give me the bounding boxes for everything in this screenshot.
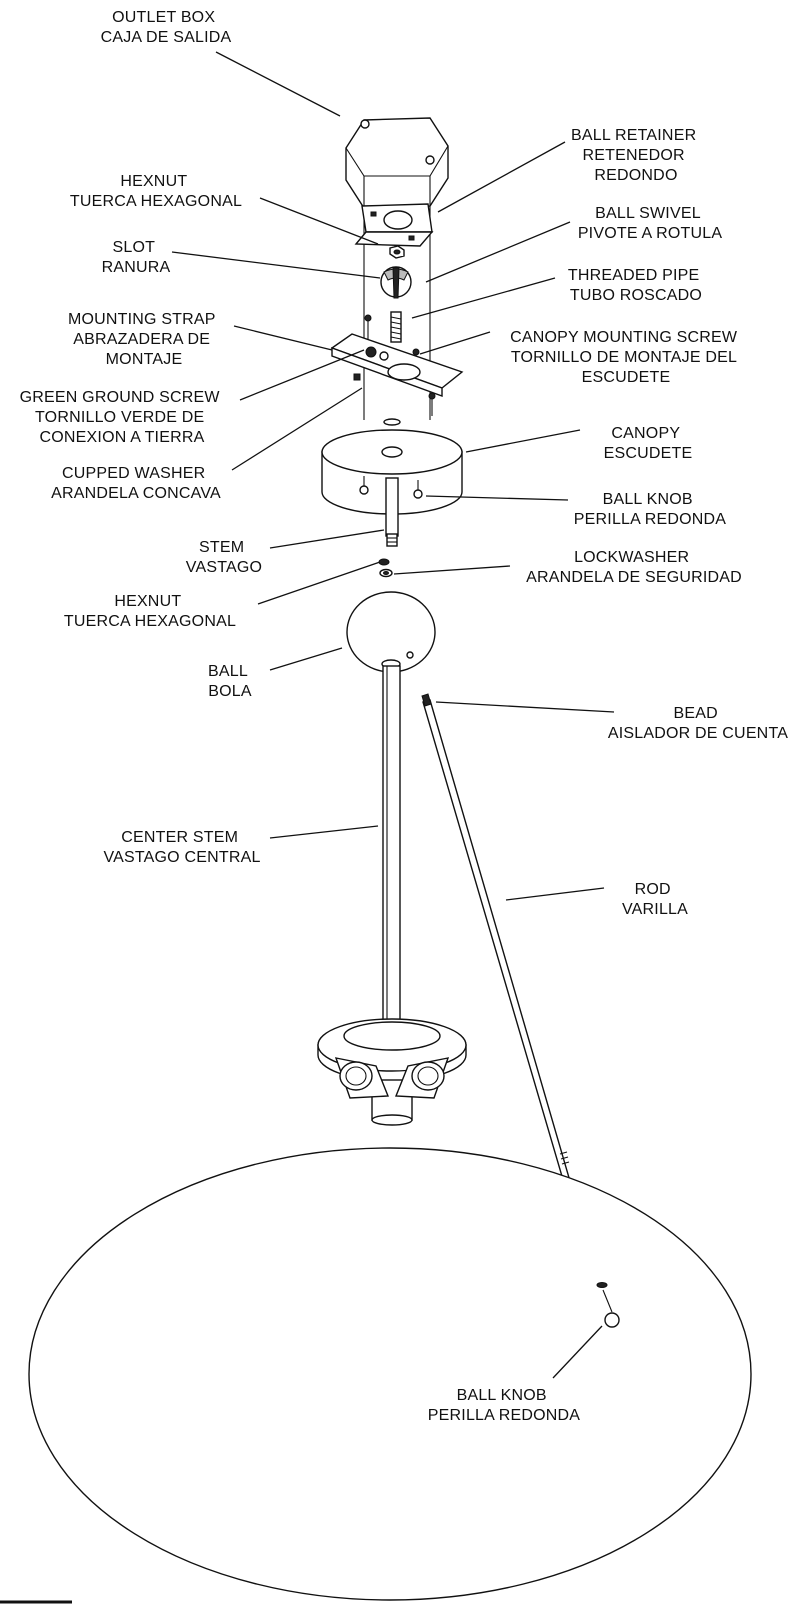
- leader-lines: [171, 51, 615, 1379]
- ball-retainer: [354, 203, 434, 247]
- mounting-strap: [330, 333, 464, 397]
- label-bead: BEAD AISLADOR DE CUENTA: [608, 705, 788, 742]
- label-outlet-box: OUTLET BOX CAJA DE SALIDA: [101, 9, 232, 46]
- stem: [385, 477, 399, 547]
- ball-knob-bottom: [596, 1282, 620, 1328]
- label-ball-retainer: BALL RETAINER RETENEDOR REDONDO: [571, 127, 701, 184]
- labels: OUTLET BOX CAJA DE SALIDA BALL RETAINER …: [20, 9, 788, 1424]
- label-center-stem: CENTER STEM VASTAGO CENTRAL: [103, 829, 260, 866]
- label-rod: ROD VARILLA: [622, 881, 688, 918]
- hexnut-lockwasher: [378, 558, 393, 578]
- threaded-pipe: [390, 311, 402, 343]
- label-green-ground-screw: GREEN GROUND SCREW TORNILLO VERDE DE CON…: [20, 389, 225, 446]
- label-threaded-pipe: THREADED PIPE TUBO ROSCADO: [568, 267, 704, 304]
- ball-swivel: [380, 266, 412, 299]
- socket-cluster: [317, 1018, 467, 1126]
- label-mounting-strap: MOUNTING STRAP ABRAZADERA DE MONTAJE: [68, 311, 220, 368]
- label-slot: SLOT RANURA: [102, 239, 171, 276]
- label-ball-knob-bottom: BALL KNOB PERILLA REDONDA: [428, 1387, 581, 1424]
- label-cupped-washer: CUPPED WASHER ARANDELA CONCAVA: [51, 465, 221, 502]
- label-ball-swivel: BALL SWIVEL PIVOTE A ROTULA: [578, 205, 723, 242]
- label-ball-knob-top: BALL KNOB PERILLA REDONDA: [574, 491, 727, 528]
- label-canopy-mounting-screw: CANOPY MOUNTING SCREW TORNILLO DE MONTAJ…: [510, 329, 742, 386]
- label-stem: STEM VASTAGO: [186, 539, 262, 576]
- hexnut-top: [389, 245, 405, 259]
- rod: [421, 693, 573, 1191]
- outlet-box: [345, 117, 449, 209]
- label-ball: BALL BOLA: [208, 663, 252, 700]
- center-stem: [382, 665, 401, 1029]
- label-hexnut-top: HEXNUT TUERCA HEXAGONAL: [70, 173, 242, 210]
- label-canopy: CANOPY ESCUDETE: [604, 425, 693, 462]
- glass-bowl: [28, 1147, 752, 1601]
- ball: [346, 591, 436, 673]
- label-lockwasher: LOCKWASHER ARANDELA DE SEGURIDAD: [526, 549, 742, 586]
- label-hexnut-mid: HEXNUT TUERCA HEXAGONAL: [64, 593, 236, 630]
